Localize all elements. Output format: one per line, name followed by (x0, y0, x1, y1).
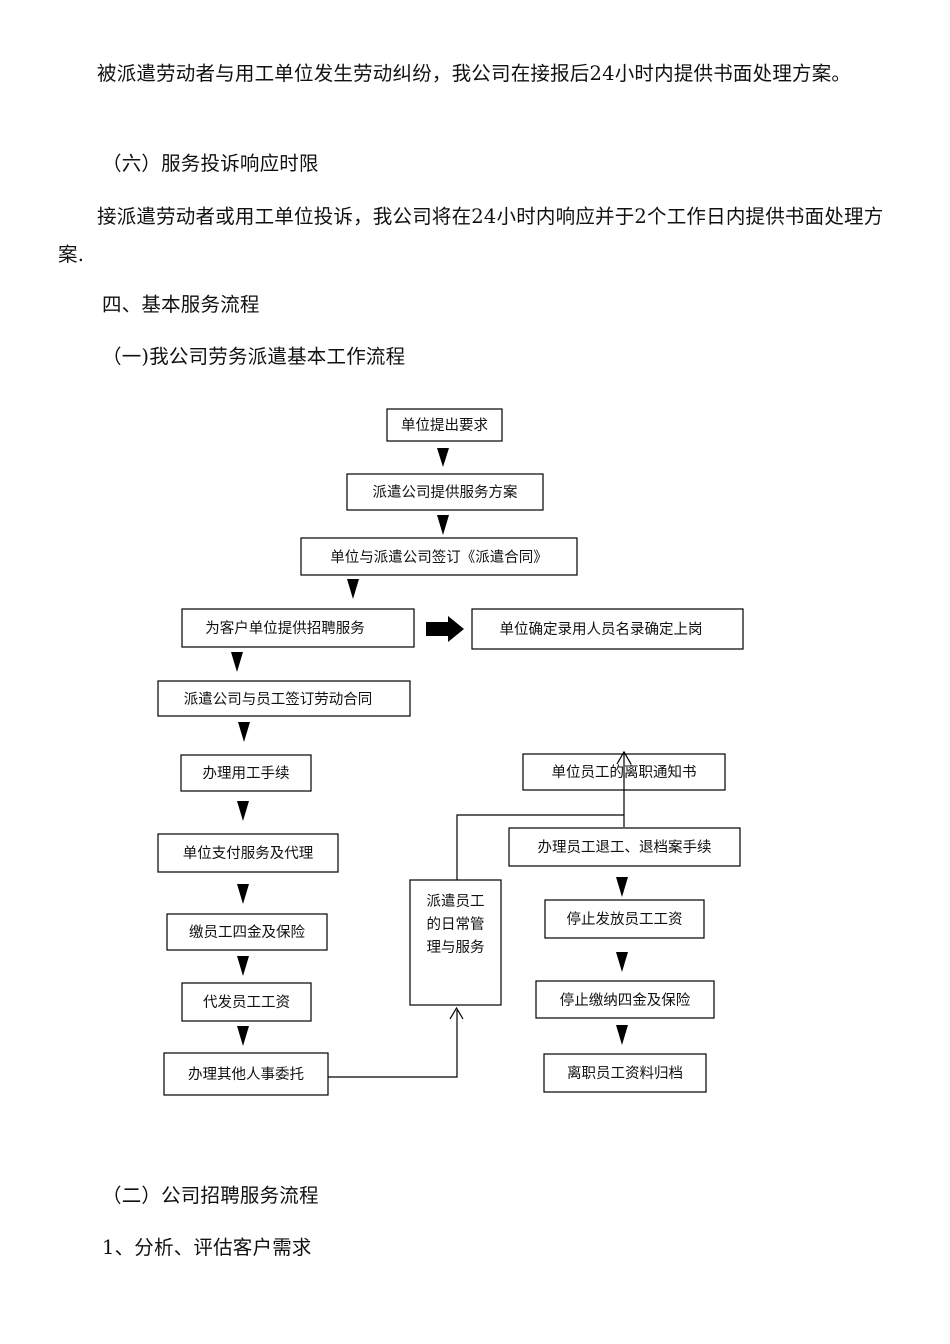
connector-to-management (328, 1010, 458, 1078)
node-employment-procedures: 办理用工手续 (180, 754, 312, 792)
node-pay-funds-insurance: 缴员工四金及保险 (166, 913, 328, 951)
arrow-down-9 (237, 1026, 249, 1046)
svg-text:停止缴纳四金及保险: 停止缴纳四金及保险 (560, 992, 691, 1009)
svg-text:缴员工四金及保险: 缴员工四金及保险 (189, 924, 305, 941)
node-stop-wages: 停止发放员工工资 (544, 899, 705, 939)
arrow-down-5 (238, 722, 250, 742)
arrow-down-6 (237, 801, 249, 821)
svg-text:办理用工手续: 办理用工手续 (203, 765, 290, 782)
svg-text:为客户单位提供招聘服务: 为客户单位提供招聘服务 (205, 620, 365, 637)
arrow-down-r1 (616, 877, 628, 897)
svg-text:派遣公司提供服务方案: 派遣公司提供服务方案 (373, 483, 518, 501)
node-other-hr-entrustment: 办理其他人事委托 (163, 1052, 329, 1096)
node-archive-records: 离职员工资料归档 (543, 1053, 707, 1093)
arrow-right-bold (426, 616, 464, 642)
svg-text:办理员工退工、退档案手续: 办理员工退工、退档案手续 (538, 838, 712, 856)
arrow-down-r3 (616, 1025, 628, 1045)
svg-text:单位支付服务及代理: 单位支付服务及代理 (183, 845, 314, 862)
svg-text:单位与派遣公司签订《派遣合同》: 单位与派遣公司签订《派遣合同》 (330, 549, 548, 566)
node-service-plan: 派遣公司提供服务方案 (346, 473, 544, 511)
svg-text:单位确定录用人员名录确定上岗: 单位确定录用人员名录确定上岗 (500, 621, 703, 638)
node-retirement-file-procedures: 办理员工退工、退档案手续 (508, 827, 741, 867)
arrow-down-3 (347, 579, 359, 599)
node-pay-service-agency: 单位支付服务及代理 (157, 833, 339, 873)
node-unit-request: 单位提出要求 (386, 408, 503, 442)
heading-complaint-response-time: （六）服务投诉响应时限 (102, 152, 319, 175)
arrow-down-8 (237, 956, 249, 976)
svg-text:离职员工资料归档: 离职员工资料归档 (567, 1065, 683, 1082)
svg-text:办理其他人事委托: 办理其他人事委托 (188, 1066, 304, 1083)
node-daily-management: 派遣员工 的日常管 理与服务 (409, 879, 502, 1006)
arrow-down-r2 (616, 952, 628, 972)
arrow-down-4 (231, 652, 243, 672)
heading-recruitment-flow: （二）公司招聘服务流程 (102, 1184, 319, 1207)
arrowhead-up-resignation (616, 750, 632, 765)
list-item-analyze-needs: 1、分析、评估客户需求 (102, 1236, 312, 1259)
paragraph-complaint-response: 接派遣劳动者或用工单位投诉，我公司将在24小时内响应并于2个工作日内提供书面处理… (58, 205, 884, 266)
heading-basic-service-flow: 四、基本服务流程 (102, 293, 260, 316)
svg-text:派遣公司与员工签订劳动合同: 派遣公司与员工签订劳动合同 (184, 691, 373, 708)
node-sign-labor-contract: 派遣公司与员工签订劳动合同 (157, 680, 411, 717)
svg-text:理与服务: 理与服务 (427, 939, 485, 956)
node-recruitment-service: 为客户单位提供招聘服务 (181, 608, 415, 648)
connector-to-resignation (456, 814, 624, 880)
svg-text:代发员工工资: 代发员工工资 (203, 994, 290, 1011)
node-pay-wages: 代发员工工资 (181, 982, 312, 1022)
node-sign-dispatch-contract: 单位与派遣公司签订《派遣合同》 (300, 537, 578, 576)
arrowhead-up-management (449, 1006, 464, 1020)
arrow-down-2 (437, 515, 449, 535)
svg-text:单位提出要求: 单位提出要求 (401, 417, 488, 434)
node-confirm-hires: 单位确定录用人员名录确定上岗 (471, 608, 744, 650)
arrow-down-1 (437, 448, 449, 467)
svg-text:的日常管: 的日常管 (427, 916, 485, 933)
paragraph-dispute-response: 被派遣劳动者与用工单位发生劳动纠纷，我公司在接报后24小时内提供书面处理方案。 (97, 62, 852, 85)
svg-text:停止发放员工工资: 停止发放员工工资 (567, 911, 683, 928)
arrow-down-7 (237, 884, 249, 904)
heading-dispatch-workflow: （一)我公司劳务派遣基本工作流程 (102, 345, 406, 368)
node-stop-funds-insurance: 停止缴纳四金及保险 (535, 980, 715, 1019)
svg-text:派遣员工: 派遣员工 (427, 893, 485, 910)
